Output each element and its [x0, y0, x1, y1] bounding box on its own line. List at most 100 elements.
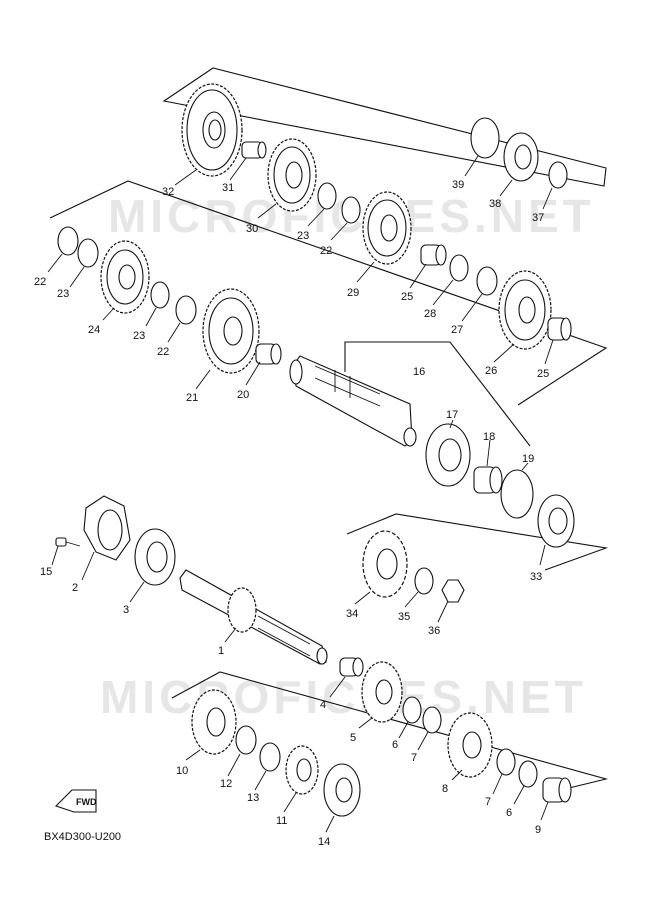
callout-6-lower: 6	[506, 807, 512, 819]
callout-39: 39	[452, 179, 464, 191]
gear-29[interactable]	[362, 191, 412, 265]
gear-5[interactable]	[361, 661, 403, 723]
sprocket-34[interactable]	[362, 530, 408, 598]
watermark-bottom: MICROFICHES.NET	[100, 671, 587, 723]
callout-30: 30	[246, 223, 258, 235]
gear-24[interactable]	[100, 240, 150, 314]
washer-22-mid[interactable]	[175, 295, 197, 325]
callout-35: 35	[398, 611, 410, 623]
callout-17: 17	[446, 409, 458, 421]
washer-27[interactable]	[476, 266, 498, 296]
callout-bracket-16	[344, 341, 531, 447]
bearing-25-upper[interactable]	[420, 244, 447, 266]
callout-18: 18	[483, 431, 495, 443]
circlip-39[interactable]	[470, 117, 500, 159]
group-outline-main-lower	[171, 671, 609, 790]
callout-22-left: 22	[34, 276, 46, 288]
diagram-code: BX4D300-U200	[44, 831, 121, 843]
callout-36: 36	[428, 625, 440, 637]
bearing-38[interactable]	[503, 132, 539, 182]
washer-6-lower[interactable]	[518, 760, 538, 788]
gear-8[interactable]	[447, 712, 493, 778]
main-axle-1[interactable]	[179, 569, 328, 665]
gear-30[interactable]	[267, 138, 317, 212]
callout-29: 29	[347, 287, 359, 299]
fwd-arrow-icon: FWD	[54, 789, 97, 813]
callout-8: 8	[442, 783, 448, 795]
callout-15: 15	[40, 566, 52, 578]
washer-35[interactable]	[414, 567, 434, 595]
washer-13[interactable]	[259, 742, 281, 772]
callout-16: 16	[413, 366, 425, 378]
callout-19: 19	[522, 453, 534, 465]
callout-7-upper: 7	[411, 752, 417, 764]
screw-15[interactable]	[55, 537, 81, 547]
circlip-19[interactable]	[500, 469, 534, 519]
callout-2: 2	[72, 582, 78, 594]
circlip-23-upper[interactable]	[317, 182, 337, 210]
callout-28: 28	[424, 308, 436, 320]
callout-27: 27	[451, 324, 463, 336]
washer-22-upper[interactable]	[341, 196, 361, 224]
bearing-17[interactable]	[425, 423, 471, 487]
callout-11: 11	[276, 815, 287, 827]
gear-21[interactable]	[202, 288, 260, 374]
bushing-20[interactable]	[255, 343, 282, 365]
circlip-23-mid[interactable]	[150, 281, 170, 309]
callout-21: 21	[186, 392, 198, 404]
circlip-7-lower[interactable]	[496, 748, 516, 776]
callout-38: 38	[489, 198, 501, 210]
callout-1: 1	[218, 645, 224, 657]
callout-26: 26	[485, 365, 497, 377]
gear-32[interactable]	[181, 83, 243, 177]
bushing-31[interactable]	[241, 141, 267, 159]
shaft-16[interactable]	[289, 355, 417, 447]
callout-9: 9	[535, 824, 541, 836]
callout-31: 31	[222, 182, 234, 194]
group-outline-countershaft	[49, 180, 608, 406]
callout-7-lower: 7	[485, 796, 491, 808]
callout-32: 32	[162, 186, 174, 198]
callout-12: 12	[220, 778, 232, 790]
callout-23-left: 23	[57, 288, 69, 300]
callout-25-upper: 25	[401, 291, 413, 303]
circlip-7-upper[interactable]	[422, 706, 442, 734]
bearing-14[interactable]	[323, 763, 361, 817]
callout-6-upper: 6	[392, 739, 398, 751]
fwd-label: FWD	[76, 797, 97, 807]
callout-23-upper: 23	[297, 230, 309, 242]
circlip-23-left[interactable]	[77, 238, 99, 268]
bearing-3[interactable]	[134, 528, 176, 586]
washer-6-upper[interactable]	[402, 696, 422, 724]
callouts: 32 31 30 23 22 29 25 28 27 26 25 39 38 3…	[34, 155, 554, 848]
bushing-4[interactable]	[339, 657, 364, 677]
bearing-25-right[interactable]	[547, 317, 572, 341]
callout-22-mid: 22	[157, 346, 169, 358]
callout-14: 14	[318, 836, 330, 848]
washer-22-left[interactable]	[57, 226, 79, 256]
seal-37[interactable]	[548, 161, 568, 189]
callout-10: 10	[176, 765, 188, 777]
gear-11[interactable]	[285, 745, 319, 795]
callout-34: 34	[346, 608, 358, 620]
gear-10[interactable]	[191, 689, 237, 755]
callout-37: 37	[532, 212, 544, 224]
collar-18[interactable]	[473, 466, 503, 494]
retainer-2[interactable]	[83, 495, 131, 561]
bushing-9[interactable]	[542, 777, 572, 803]
washer-12[interactable]	[235, 725, 257, 755]
callout-22-upper: 22	[320, 245, 332, 257]
callout-33: 33	[530, 571, 542, 583]
callout-23-mid: 23	[133, 330, 145, 342]
washer-28[interactable]	[449, 254, 469, 282]
callout-3: 3	[123, 604, 129, 616]
group-outline-upper	[162, 67, 607, 187]
callout-20: 20	[237, 389, 249, 401]
seal-33[interactable]	[537, 494, 575, 548]
callout-24: 24	[88, 324, 100, 336]
nut-36[interactable]	[441, 579, 465, 603]
gear-26[interactable]	[498, 270, 552, 350]
group-outline-output	[346, 513, 609, 571]
callout-25-right: 25	[537, 368, 549, 380]
